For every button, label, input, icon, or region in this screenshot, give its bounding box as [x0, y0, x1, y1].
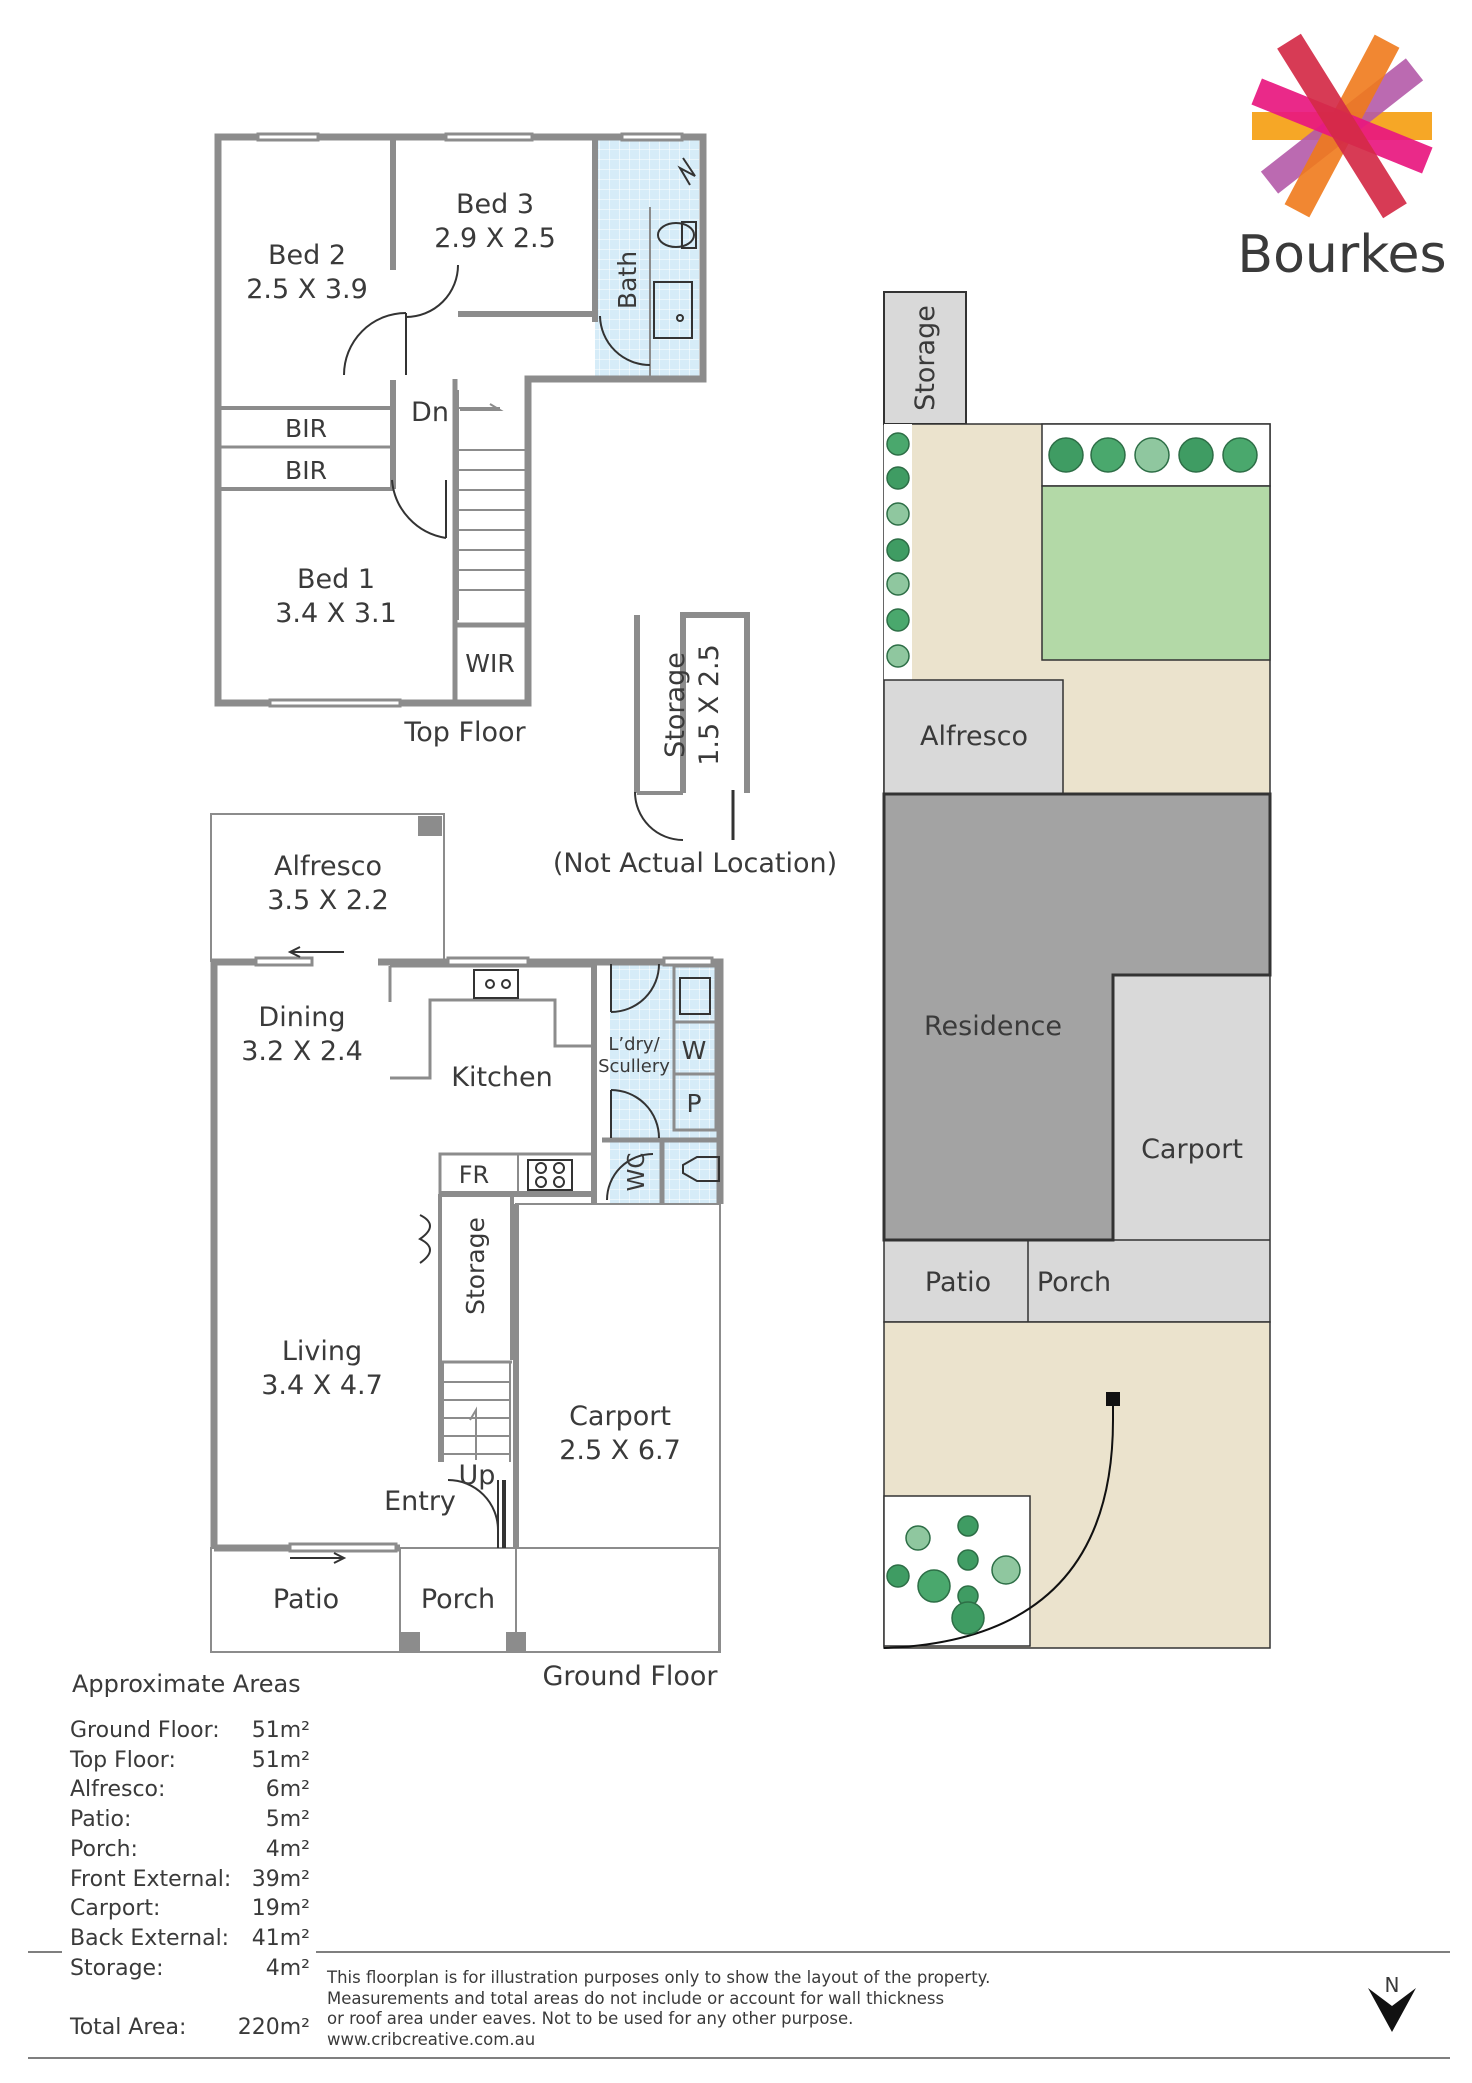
site-alfresco: Alfresco — [920, 721, 1028, 752]
ground-carport-size: 2.5 X 6.7 — [559, 1435, 681, 1466]
areas-row-label: Back External: — [70, 1925, 230, 1951]
ground-patio: Patio — [273, 1584, 339, 1615]
areas-row: Ground Floor: 51m² — [70, 1716, 310, 1746]
storage-detached-note: (Not Actual Location) — [553, 848, 837, 879]
detached-storage: Storage 1.5 X 2.5 (Not Actual Location) — [553, 612, 837, 879]
areas-row: Carport: 19m² — [70, 1894, 310, 1924]
ground-laundry-line1: L’dry/ — [608, 1034, 660, 1055]
ground-alfresco-size: 3.5 X 2.2 — [267, 885, 389, 916]
areas-row-value: 41m² — [251, 1925, 310, 1951]
ground-fr: FR — [459, 1161, 489, 1189]
areas-row: Patio: 5m² — [70, 1805, 310, 1835]
disclaimer-url: www.cribcreative.com.au — [327, 2029, 536, 2049]
areas-row-label: Carport: — [70, 1896, 161, 1922]
areas-row-value: 6m² — [265, 1777, 310, 1803]
top-floor-bed3-name: Bed 3 — [456, 189, 534, 220]
ground-floor-plan: Alfresco 3.5 X 2.2 Dining 3.2 X 2.4 Kitc… — [210, 813, 724, 1692]
ground-storage: Storage — [461, 1217, 490, 1315]
ground-laundry-line2: Scullery — [598, 1056, 670, 1077]
ground-dining-size: 3.2 X 2.4 — [241, 1036, 363, 1067]
ground-kitchen: Kitchen — [451, 1062, 552, 1093]
ground-living-size: 3.4 X 4.7 — [261, 1370, 383, 1401]
areas-heading: Approximate Areas — [72, 1670, 301, 1698]
brand-name: Bourkes — [1237, 225, 1446, 285]
top-floor-bed2-size: 2.5 X 3.9 — [246, 274, 368, 305]
site-carport: Carport — [1141, 1134, 1243, 1165]
site-porch: Porch — [1037, 1267, 1111, 1298]
areas-row: Top Floor: 51m² — [70, 1746, 310, 1776]
ground-w: W — [682, 1036, 707, 1065]
ground-living-name: Living — [282, 1336, 362, 1367]
top-floor-wir: WIR — [465, 649, 514, 678]
ground-entry: Entry — [384, 1486, 456, 1517]
areas-row-value: 5m² — [265, 1807, 310, 1833]
site-residence: Residence — [924, 1011, 1062, 1042]
storage-detached-size: 1.5 X 2.5 — [694, 644, 725, 766]
ground-porch: Porch — [421, 1584, 495, 1615]
areas-total-value: 220m² — [237, 2015, 310, 2041]
top-floor-bed1-size: 3.4 X 3.1 — [275, 598, 397, 629]
areas-row: Back External: 41m² — [70, 1924, 310, 1954]
areas-row: Front External: 39m² — [70, 1865, 310, 1895]
storage-detached-name: Storage — [660, 652, 691, 758]
ground-dining-name: Dining — [258, 1002, 345, 1033]
ground-alfresco-name: Alfresco — [274, 851, 382, 882]
areas-row-label: Alfresco: — [70, 1777, 166, 1803]
areas-row-value: 51m² — [251, 1747, 310, 1773]
top-floor-bir-lower: BIR — [285, 456, 327, 485]
ground-stair-up: Up — [459, 1460, 496, 1491]
areas-row: Alfresco: 6m² — [70, 1775, 310, 1805]
disclaimer-line: or roof area under eaves. Not to be used… — [327, 2009, 854, 2028]
site-plan: Storage Alfresco Residence Carport Patio… — [882, 291, 1272, 1649]
approximate-areas-table: Approximate Areas Ground Floor: 51m² Top … — [70, 1670, 340, 2043]
areas-row-label: Front External: — [70, 1866, 232, 1892]
ground-floor-label: Ground Floor — [542, 1661, 718, 1692]
areas-row-value: 19m² — [251, 1896, 310, 1922]
top-floor-bed2-name: Bed 2 — [268, 240, 346, 271]
ground-wc: WC — [624, 1153, 650, 1192]
top-floor-bath: Bath — [613, 251, 642, 309]
north-arrow-icon: N — [1368, 1973, 1416, 2032]
areas-row-label: Ground Floor: — [70, 1718, 220, 1743]
top-floor-bir-upper: BIR — [285, 414, 327, 443]
site-patio: Patio — [925, 1267, 991, 1298]
top-floor-bed1-name: Bed 1 — [297, 564, 375, 595]
areas-row-label: Patio: — [70, 1807, 132, 1833]
disclaimer-line: Measurements and total areas do not incl… — [327, 1988, 945, 2008]
site-storage: Storage — [910, 305, 941, 411]
ground-p: P — [686, 1089, 701, 1118]
areas-row: Porch: 4m² — [70, 1835, 310, 1865]
areas-total-row: Total Area: 220m² — [70, 2013, 310, 2043]
top-floor-stair-down: Dn — [411, 397, 449, 428]
top-floor-plan: Bed 2 2.5 X 3.9 Bed 3 2.9 X 2.5 Bath Dn … — [214, 132, 707, 748]
top-floor-label: Top Floor — [403, 717, 526, 748]
areas-total-label: Total Area: — [70, 2015, 187, 2041]
disclaimer-line: This floorplan is for illustration purpo… — [327, 1968, 991, 1987]
areas-row-label: Storage: — [70, 1955, 164, 1981]
areas-row-value: 4m² — [265, 1955, 310, 1981]
logo-star-icon — [1251, 33, 1433, 219]
shrub-icon — [886, 432, 1258, 1635]
compass-label: N — [1385, 1973, 1400, 1997]
areas-row: Storage: 4m² — [70, 1954, 310, 1984]
ground-carport-name: Carport — [569, 1401, 671, 1432]
areas-row-value: 39m² — [251, 1866, 310, 1892]
bourkes-logo: Bourkes — [1237, 33, 1447, 285]
top-floor-bed3-size: 2.9 X 2.5 — [434, 223, 556, 254]
areas-row-value: 4m² — [265, 1836, 310, 1862]
areas-row-label: Top Floor: — [70, 1747, 176, 1773]
areas-row-label: Porch: — [70, 1836, 138, 1862]
disclaimer: This floorplan is for illustration purpo… — [327, 1968, 1027, 2050]
areas-row-value: 51m² — [251, 1718, 310, 1743]
